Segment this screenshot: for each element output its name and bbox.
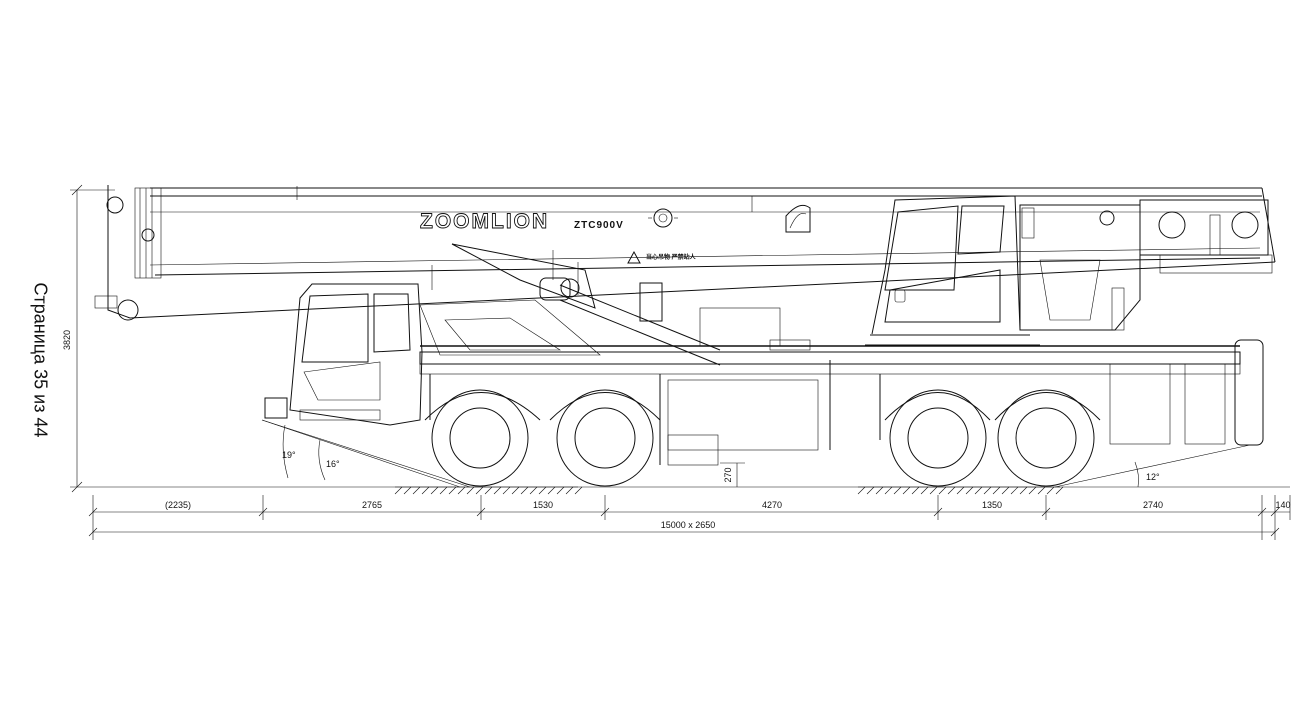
hatch-mark: [1046, 486, 1055, 495]
hatch-mark: [911, 486, 920, 495]
hatch-mark: [857, 486, 866, 495]
hatch-mark: [466, 486, 475, 495]
dim-wheelbase-1: 2765: [362, 500, 382, 510]
dimension-lines: [70, 184, 1291, 540]
hatch-mark: [448, 486, 457, 495]
hook-warning-icon: [648, 208, 678, 228]
hatch-mark: [920, 486, 929, 495]
hatch-mark: [565, 486, 574, 495]
hatch-mark: [538, 486, 547, 495]
dim-wheelbase-3: 4270: [762, 500, 782, 510]
hatch-mark: [866, 486, 875, 495]
upper-cab: [865, 195, 1040, 346]
hatch-mark: [484, 486, 493, 495]
dim-overall: 15000 x 2650: [661, 520, 716, 530]
slewing-turntable: [1019, 199, 1273, 331]
dim-ground-clearance: 270: [723, 467, 733, 482]
hatch-mark: [1028, 486, 1037, 495]
angle-approach-b: 16°: [326, 459, 340, 469]
wheels: [424, 389, 1101, 487]
wheel-1: [431, 389, 529, 487]
carrier-chassis: [419, 339, 1264, 466]
wheel-3: [889, 389, 987, 487]
hatch-mark: [556, 486, 565, 495]
angle-lines: [261, 419, 1251, 488]
hatch-mark: [884, 486, 893, 495]
hatch-mark: [965, 486, 974, 495]
hatch-mark: [475, 486, 484, 495]
hatch-mark: [457, 486, 466, 495]
hatch-mark: [1001, 486, 1010, 495]
hatch-mark: [893, 486, 902, 495]
hatch-mark: [983, 486, 992, 495]
brand-logo-text: ZOOMLION: [420, 210, 549, 233]
hatch-mark: [520, 486, 529, 495]
dim-wheelbase-4: 1350: [982, 500, 1002, 510]
hatch-mark: [1055, 486, 1064, 495]
hatch-mark: [1037, 486, 1046, 495]
warning-triangle-icon: [627, 250, 641, 264]
hatch-mark: [929, 486, 938, 495]
load-chart-icon: [785, 204, 811, 233]
angle-approach-a: 19°: [282, 450, 296, 460]
dim-rear-overhang: 2740: [1143, 500, 1163, 510]
hatch-mark: [1019, 486, 1028, 495]
hatch-mark: [439, 486, 448, 495]
hatch-mark: [394, 486, 403, 495]
hatch-mark: [421, 486, 430, 495]
hatch-mark: [502, 486, 511, 495]
hatch-mark: [529, 486, 538, 495]
angle-departure: 12°: [1146, 472, 1160, 482]
hatch-mark: [511, 486, 520, 495]
hatch-mark: [902, 486, 911, 495]
crane-boom: [94, 185, 1276, 321]
hatch-mark: [574, 486, 583, 495]
hatch-mark: [547, 486, 556, 495]
wheel-2: [556, 389, 654, 487]
hatch-mark: [412, 486, 421, 495]
hatch-mark: [1010, 486, 1019, 495]
hatch-mark: [956, 486, 965, 495]
warning-label: 当心吊物 严禁站人: [646, 253, 697, 261]
dim-rear-extra: 140: [1275, 500, 1290, 510]
ground-hatch-marks: [394, 486, 1064, 495]
hatch-mark: [430, 486, 439, 495]
hatch-mark: [403, 486, 412, 495]
hatch-mark: [974, 486, 983, 495]
hatch-mark: [947, 486, 956, 495]
hatch-mark: [493, 486, 502, 495]
dim-front-overhang: (2235): [165, 500, 191, 510]
hatch-mark: [875, 486, 884, 495]
misc-details: [431, 207, 1125, 331]
dim-height-total: 3820: [62, 330, 72, 350]
wheel-4: [997, 389, 1095, 487]
counterweight-slide: [699, 307, 811, 351]
dim-wheelbase-2: 1530: [533, 500, 553, 510]
model-text: ZTC900V: [574, 220, 624, 231]
hatch-mark: [992, 486, 1001, 495]
luffing-cylinder: [451, 243, 721, 366]
hatch-mark: [938, 486, 947, 495]
driver-cab: [264, 283, 601, 426]
